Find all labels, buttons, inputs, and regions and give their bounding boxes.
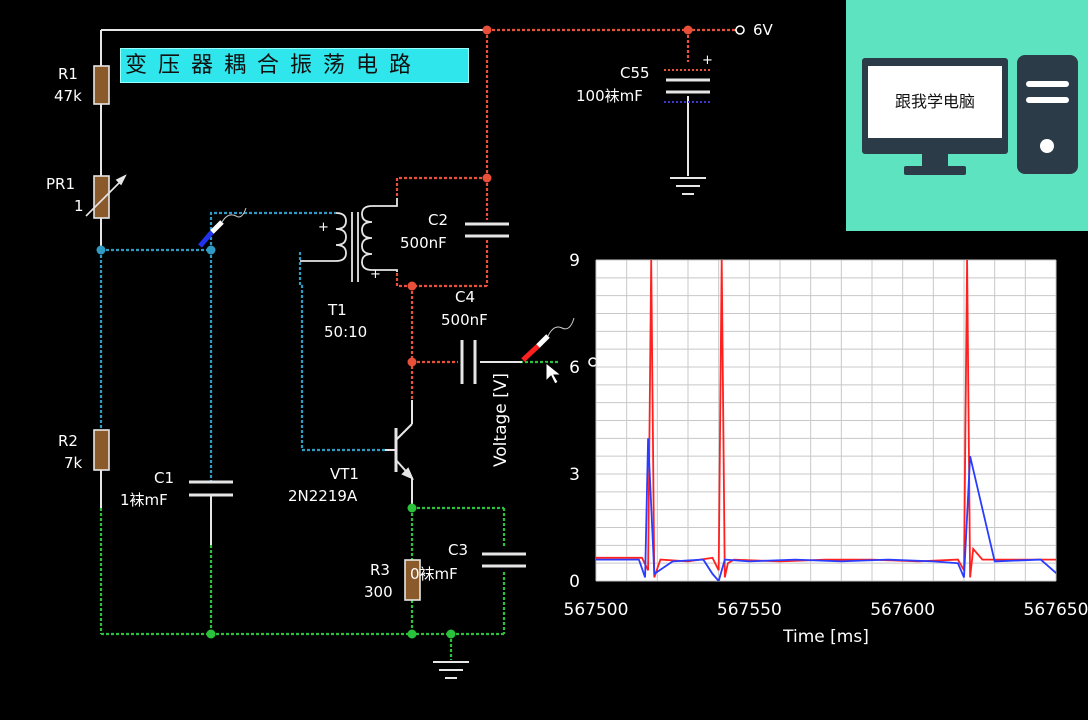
t1-polarity-secondary: + [370, 267, 381, 282]
vt1-value: 2N2219A [288, 487, 358, 505]
x-tick-label: 567650 [1024, 600, 1088, 620]
y-tick-label: 6 [569, 358, 580, 378]
t1-polarity-primary: + [318, 220, 329, 235]
y-axis-label: Voltage [V] [491, 373, 511, 467]
pr1-name: PR1 [46, 175, 76, 193]
t1-name: T1 [328, 301, 347, 319]
mouse-cursor-icon [545, 361, 563, 385]
c55-symbol[interactable]: + [664, 53, 713, 103]
vt1-name: VT1 [330, 465, 359, 483]
r1-name: R1 [58, 65, 78, 83]
c55-name: C55 [620, 64, 650, 82]
y-tick-label: 3 [569, 465, 580, 485]
voltage-time-chart: 0 3 6 9 567500 567550 567600 567650 Time [ms] V… [491, 251, 1088, 647]
transformer-t1[interactable] [300, 198, 398, 282]
c4-value: 500nF [441, 311, 488, 329]
r2-value: 7k [64, 454, 83, 472]
pr1-arrow [85, 174, 127, 217]
wire-red [395, 28, 735, 400]
probe-output[interactable] [521, 317, 575, 362]
transistor-vt1[interactable] [385, 400, 414, 486]
wire-top-rail [100, 29, 487, 250]
c3-value: 0袜mF [410, 565, 458, 583]
logo-text: 跟我学电脑 [868, 66, 1002, 138]
chart-series [596, 260, 1056, 581]
r1-value: 47k [54, 87, 82, 105]
supply-terminal [735, 25, 745, 35]
series-line-2 [596, 438, 1056, 581]
c55-value: 100袜mF [576, 87, 643, 105]
ground-symbol-c55 [670, 177, 706, 195]
x-tick-label: 567550 [717, 600, 782, 620]
y-tick-label: 9 [569, 251, 580, 271]
c3-name: C3 [448, 541, 469, 559]
ground-symbol-main [433, 661, 469, 679]
c2-name: C2 [428, 211, 449, 229]
r3-value: 300 [364, 583, 393, 601]
logo-panel: 跟我学电脑 [846, 0, 1088, 231]
r1-body[interactable] [93, 65, 110, 105]
r3-name: R3 [370, 561, 390, 579]
chart-ticks: 0 3 6 9 567500 567550 567600 567650 [564, 251, 1088, 620]
c1-name: C1 [154, 469, 175, 487]
wire-green [99, 360, 560, 660]
chart-grid [595, 259, 1057, 582]
c1-value: 1袜mF [120, 491, 168, 509]
r2-body[interactable] [93, 429, 110, 471]
pr1-body[interactable] [93, 175, 110, 219]
tower-icon [1017, 55, 1078, 174]
supply-label: 6V [753, 21, 773, 39]
x-tick-label: 567500 [564, 600, 629, 620]
pr1-value: 1 [74, 197, 84, 215]
c2-value: 500nF [400, 234, 447, 252]
c4-symbol[interactable] [460, 340, 477, 384]
t1-value: 50:10 [324, 323, 368, 341]
c3-symbol[interactable] [482, 552, 526, 568]
x-axis-label: Time [ms] [782, 627, 869, 647]
monitor-icon: 跟我学电脑 [862, 58, 1008, 154]
output-label: Uo [602, 352, 623, 370]
wire-blue [99, 211, 385, 482]
y-tick-label: 0 [569, 572, 580, 592]
x-tick-label: 567600 [870, 600, 935, 620]
probe-input[interactable] [198, 207, 247, 248]
c2-symbol[interactable] [465, 222, 509, 238]
c1-symbol[interactable] [189, 480, 233, 545]
circuit-title: 变压器耦合振荡电路 [120, 48, 469, 83]
junction-dots [96, 25, 693, 639]
c4-name: C4 [455, 288, 476, 306]
svg-text:+: + [702, 53, 713, 68]
r2-name: R2 [58, 432, 78, 450]
r3-body[interactable] [404, 559, 421, 601]
